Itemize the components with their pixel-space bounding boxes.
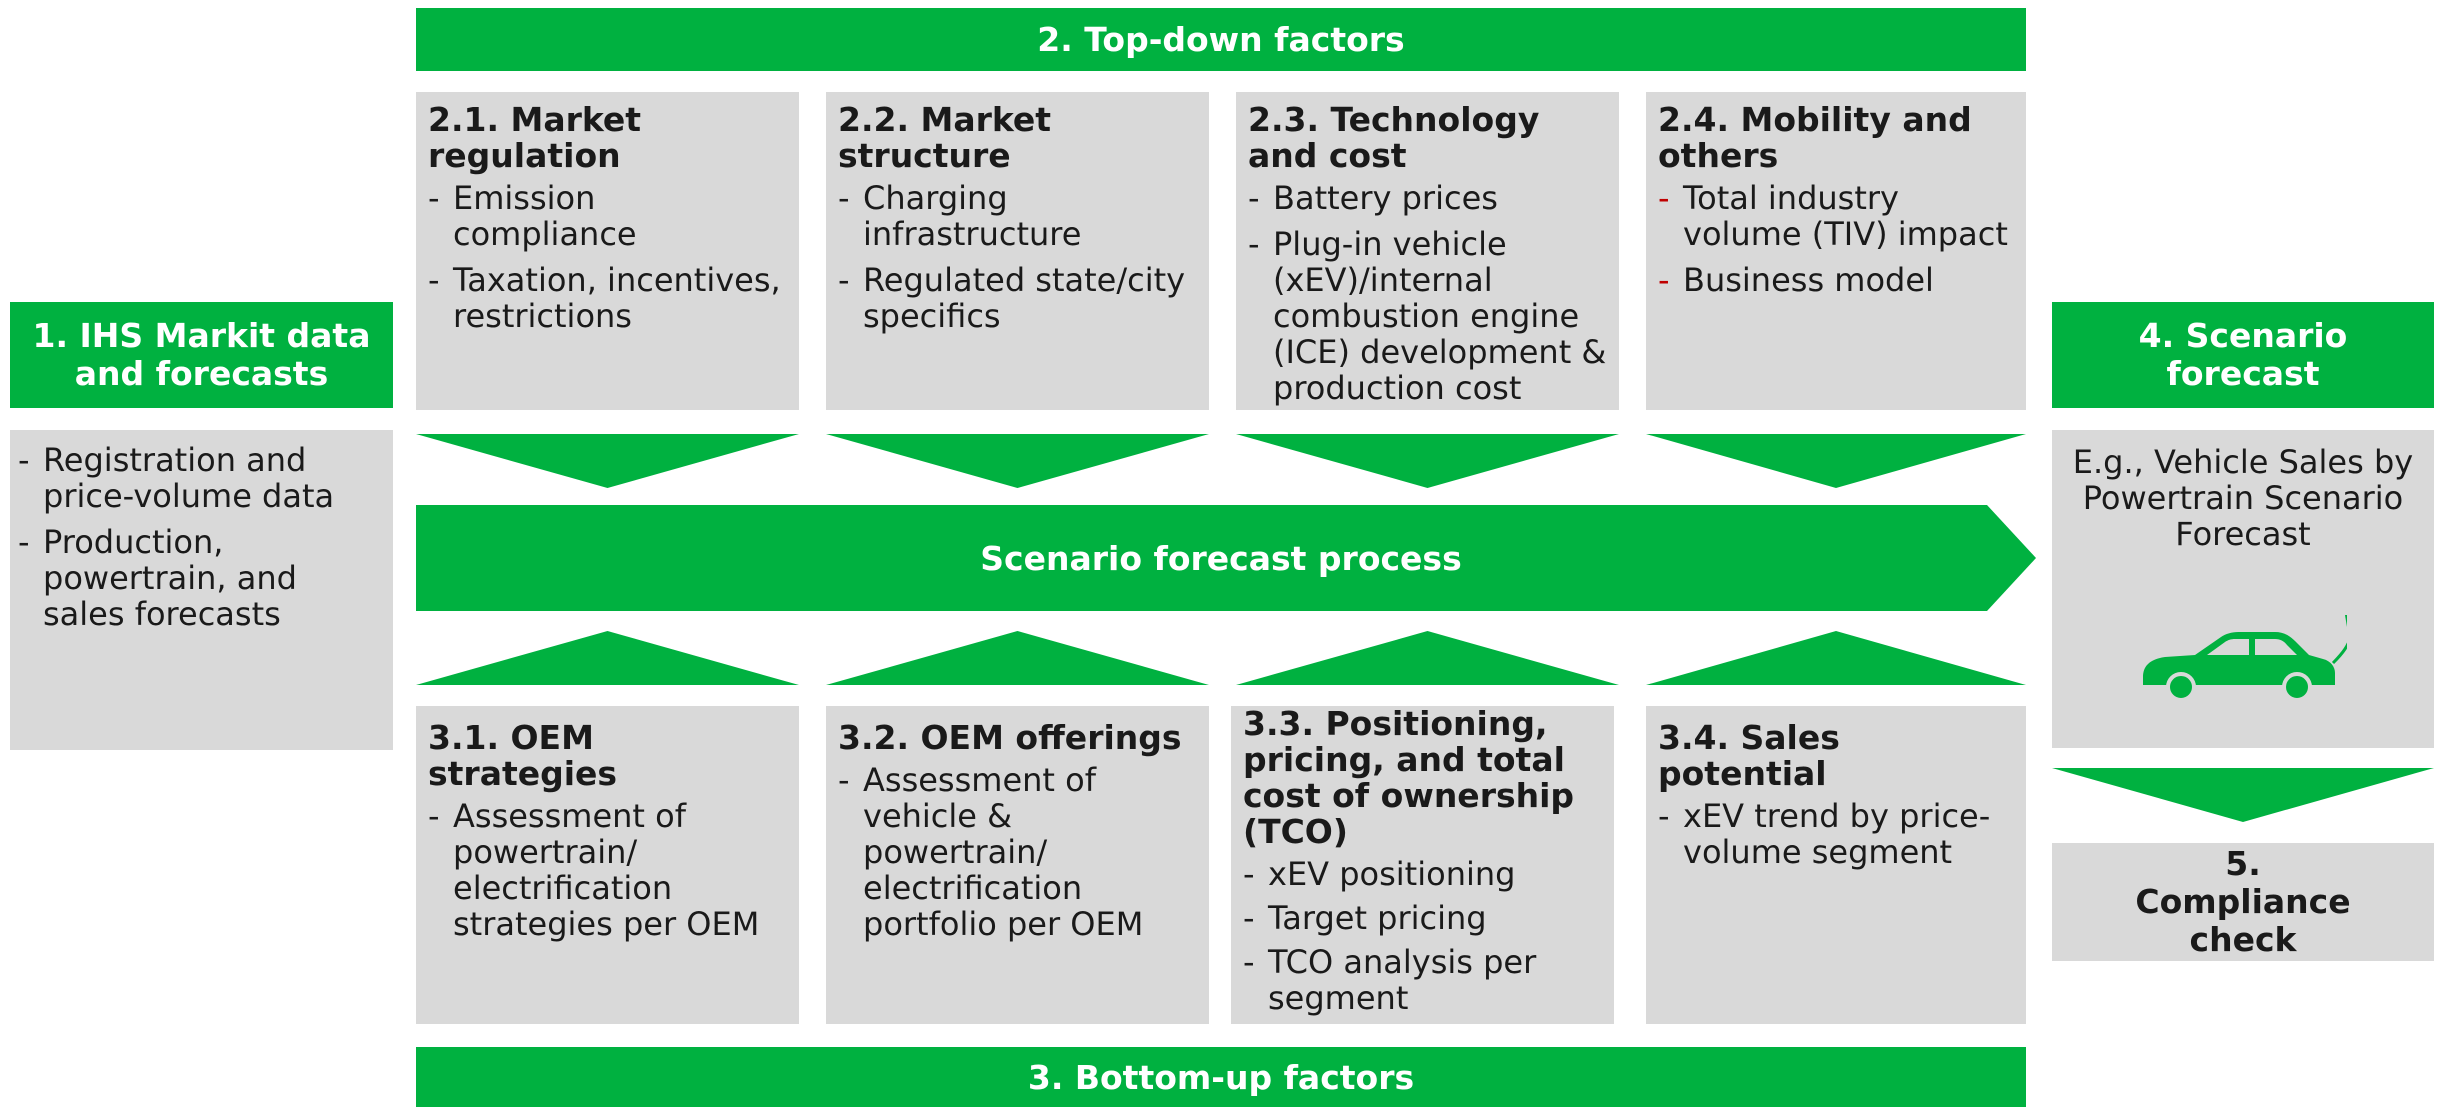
bullet: -Total industry volume (TIV) impact (1658, 179, 2008, 253)
bullet: -Assessment of vehicle & powertrain/ ele… (838, 761, 1144, 943)
bullet: -Emission compliance (428, 179, 637, 253)
bullet: -Battery prices (1248, 179, 1498, 217)
down-arrow-icon (826, 434, 1209, 488)
bullet: -Business model (1658, 261, 1934, 299)
factor-technology-and-cost: 2.3. Technology and cost -Battery prices… (1236, 92, 1619, 410)
bullet: -Taxation, incentives, restrictions (428, 261, 781, 335)
factor-bullets: -xEV trend by price-volume segment (1658, 798, 2014, 870)
down-arrow-icon (1236, 434, 1619, 488)
bullet: -xEV positioning (1243, 855, 1516, 893)
up-arrow-icon (1236, 631, 1619, 685)
bullet: -Target pricing (1243, 899, 1487, 937)
factor-title: 2.2. Market structure (838, 100, 1052, 175)
factor-bullets: -xEV positioning -Target pricing -TCO an… (1243, 856, 1602, 1016)
bullet: -Regulated state/city specifics (838, 261, 1186, 335)
factor-bullets: -Total industry volume (TIV) impact -Bus… (1658, 180, 2014, 298)
factor-mobility-and-others: 2.4. Mobility and others -Total industry… (1646, 92, 2026, 410)
factor-bullets: -Battery prices -Plug-in vehicle (xEV)/i… (1248, 180, 1607, 406)
up-arrow-icon (826, 631, 1209, 685)
bottom-up-factors-header: 3. Bottom-up factors (416, 1047, 2026, 1107)
ihs-markit-panel: -Registration and price-volume data -Pro… (10, 430, 393, 750)
bullet: -Charging infrastructure (838, 179, 1082, 253)
ev-car-charging-icon (2143, 615, 2347, 702)
factor-title: 2.3. Technology and cost (1248, 100, 1540, 175)
factor-positioning-pricing-tco: 3.3. Positioning, pricing, and total cos… (1231, 706, 1614, 1024)
up-arrow-icon (1646, 631, 2026, 685)
factor-bullets: -Emission compliance -Taxation, incentiv… (428, 180, 787, 334)
factor-title: 2.4. Mobility and others (1658, 100, 1972, 175)
factor-oem-strategies: 3.1. OEM strategies -Assessment of power… (416, 706, 799, 1024)
process-label: Scenario forecast process (980, 538, 1462, 578)
factor-market-regulation: 2.1. Market regulation -Emission complia… (416, 92, 799, 410)
ihs-bullets: -Registration and price-volume data -Pro… (18, 442, 383, 632)
factor-title: 3.1. OEM strategies (428, 718, 618, 793)
compliance-check-box: 5. Compliance check (2052, 843, 2434, 961)
bullet: -xEV trend by price-volume segment (1658, 797, 1991, 871)
bullet: -Registration and price-volume data (18, 441, 335, 515)
down-arrow-icon (1646, 434, 2026, 488)
scenario-forecast-header: 4. Scenario forecast (2052, 302, 2434, 408)
bullet: -Plug-in vehicle (xEV)/internal combusti… (1248, 225, 1607, 407)
top-down-factors-header: 2. Top-down factors (416, 8, 2026, 71)
bullet: -Production, powertrain, and sales forec… (18, 523, 297, 633)
down-arrow-icon (2052, 768, 2434, 822)
factor-bullets: -Assessment of vehicle & powertrain/ ele… (838, 762, 1197, 942)
factor-bullets: -Charging infrastructure -Regulated stat… (838, 180, 1197, 334)
up-arrow-icon (416, 631, 799, 685)
factor-market-structure: 2.2. Market structure -Charging infrastr… (826, 92, 1209, 410)
ihs-markit-header: 1. IHS Markit data and forecasts (10, 302, 393, 408)
scenario-forecast-text: E.g., Vehicle Sales by Powertrain Scenar… (2072, 443, 2414, 553)
factor-title: 3.3. Positioning, pricing, and total cos… (1243, 704, 1575, 851)
bullet: -Assessment of powertrain/ electrificati… (428, 797, 760, 943)
factor-oem-offerings: 3.2. OEM offerings -Assessment of vehicl… (826, 706, 1209, 1024)
process-arrow (416, 505, 2036, 611)
factor-bullets: -Assessment of powertrain/ electrificati… (428, 798, 787, 942)
factor-title: 2.1. Market regulation (428, 100, 642, 175)
factor-title: 3.4. Sales potential (1658, 718, 1840, 793)
bullet: -TCO analysis per segment (1243, 943, 1537, 1017)
factor-title: 3.2. OEM offerings (838, 718, 1182, 757)
factor-sales-potential: 3.4. Sales potential -xEV trend by price… (1646, 706, 2026, 1024)
down-arrow-icon (416, 434, 799, 488)
scenario-forecast-panel: E.g., Vehicle Sales by Powertrain Scenar… (2052, 430, 2434, 748)
